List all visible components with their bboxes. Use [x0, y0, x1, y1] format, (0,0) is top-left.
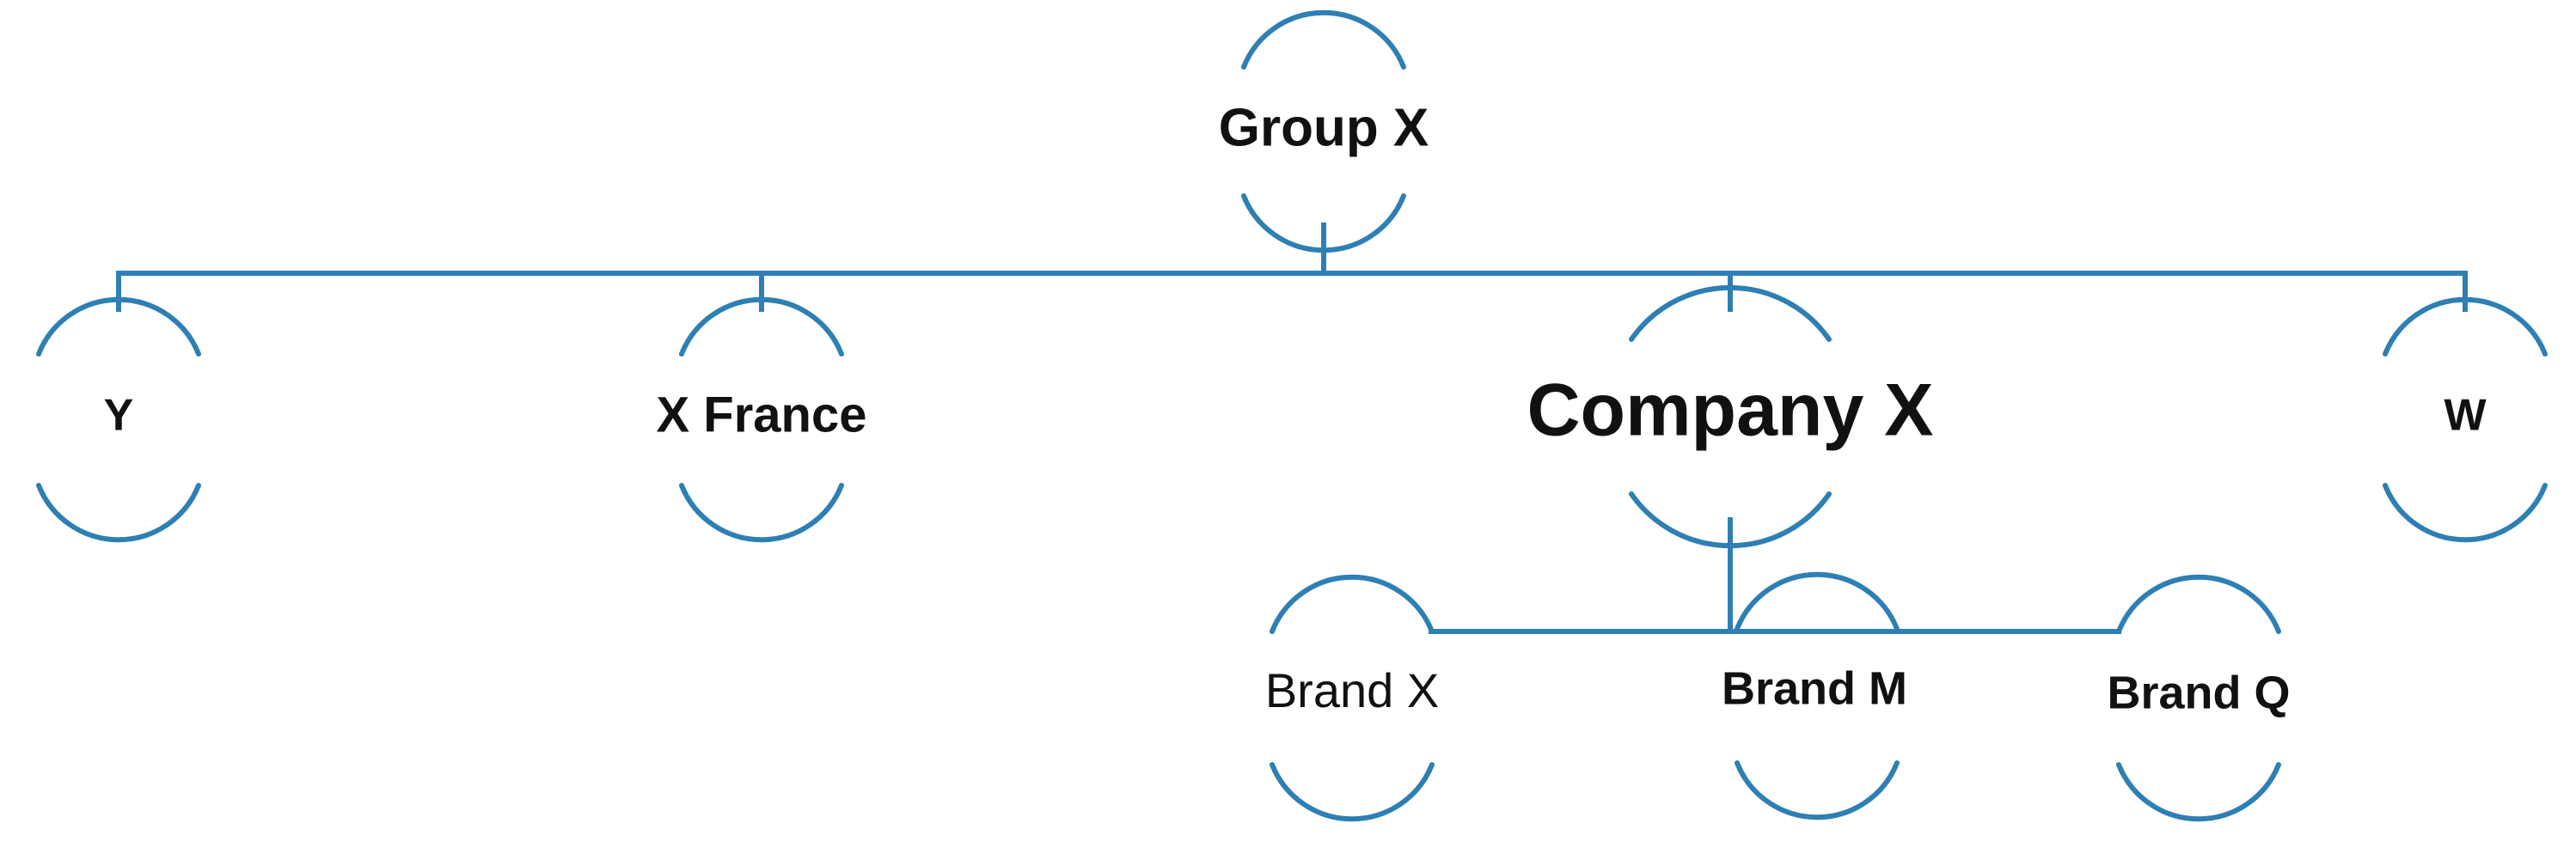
node-x-france: X France	[657, 296, 867, 543]
node-group-x: Group X	[1219, 9, 1429, 253]
node-group-x-arc-top	[1241, 9, 1406, 70]
node-brand-m-label: Brand M	[1722, 662, 1907, 714]
node-group-x-arc-bottom	[1241, 193, 1406, 253]
node-y-arc-top	[36, 296, 201, 357]
node-y-label: Y	[104, 391, 134, 441]
node-brand-q: Brand Q	[2107, 574, 2291, 822]
node-w: W	[2383, 296, 2548, 543]
node-brand-q-arc-top	[2116, 574, 2281, 634]
node-company-x-arc-top	[1629, 284, 1832, 342]
node-brand-x-label: Brand X	[1265, 663, 1439, 717]
node-brand-q-label: Brand Q	[2107, 667, 2290, 718]
node-w-arc-top	[2383, 296, 2548, 357]
node-company-x: Company X	[1527, 284, 1934, 549]
node-y-arc-bottom	[36, 483, 201, 543]
node-brand-m-arc-bottom	[1735, 760, 1900, 820]
node-company-x-label: Company X	[1527, 369, 1933, 452]
node-group-x-label: Group X	[1219, 98, 1429, 157]
node-company-x-arc-bottom	[1629, 491, 1832, 549]
node-x-france-arc-top	[679, 296, 844, 357]
node-w-label: W	[2444, 391, 2487, 441]
node-w-arc-bottom	[2383, 483, 2548, 543]
node-brand-m-arc-top	[1735, 571, 1900, 631]
node-x-france-label: X France	[657, 387, 867, 442]
node-brand-x: Brand X	[1265, 574, 1439, 822]
node-brand-x-arc-top	[1270, 574, 1435, 634]
connectors	[116, 223, 2468, 634]
node-brand-m: Brand M	[1722, 571, 1907, 820]
node-brand-q-arc-bottom	[2116, 762, 2281, 822]
node-brand-x-arc-bottom	[1270, 762, 1435, 822]
node-x-france-arc-bottom	[679, 483, 844, 543]
node-y: Y	[36, 296, 201, 543]
